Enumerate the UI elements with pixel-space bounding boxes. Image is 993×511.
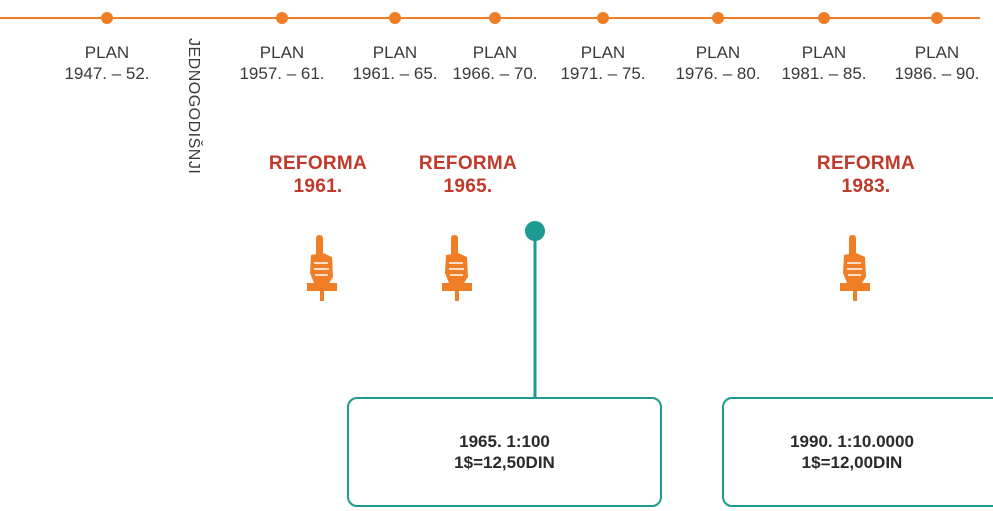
plan-years: 1957. – 61. <box>239 64 325 83</box>
reform-title: REFORMA <box>418 153 518 174</box>
plan-years: 1947. – 52. <box>64 64 150 83</box>
timeline-dot-1986 <box>931 12 943 24</box>
plan-title: PLAN <box>372 43 418 62</box>
reform-year: 1965. <box>443 176 493 197</box>
teal-connector <box>525 221 545 398</box>
reform-year: 1961. <box>293 176 343 197</box>
timeline-dot-1957 <box>276 12 288 24</box>
plan-title: PLAN <box>914 43 960 62</box>
timeline-dot-1971 <box>597 12 609 24</box>
plan-years: 1981. – 85. <box>781 64 867 83</box>
reform-1961: REFORMA 1961. <box>248 152 388 198</box>
plan-years: 1986. – 90. <box>894 64 980 83</box>
plan-label-1981: PLAN 1981. – 85. <box>764 42 884 84</box>
exchange-rate-box-1965: 1965. 1:100 1$=12,50DIN <box>347 397 662 507</box>
box-line-1: 1965. 1:100 <box>459 432 550 451</box>
plan-title: PLAN <box>259 43 305 62</box>
plan-title: PLAN <box>84 43 130 62</box>
plan-years: 1976. – 80. <box>675 64 761 83</box>
raised-hand-icon <box>840 235 870 301</box>
plan-title: PLAN <box>801 43 847 62</box>
timeline-dot-1947 <box>101 12 113 24</box>
plan-label-1947: PLAN 1947. – 52. <box>47 42 167 84</box>
reform-year: 1983. <box>841 176 891 197</box>
box-line-1: 1990. 1:10.0000 <box>790 432 914 451</box>
plan-label-1976: PLAN 1976. – 80. <box>658 42 778 84</box>
reform-title: REFORMA <box>268 153 368 174</box>
plan-years: 1961. – 65. <box>352 64 438 83</box>
plan-title: PLAN <box>580 43 626 62</box>
box-line-2: 1$=12,00DIN <box>801 453 903 472</box>
reform-1983: REFORMA 1983. <box>796 152 936 198</box>
timeline-dot-1976 <box>712 12 724 24</box>
exchange-rate-box-1990: 1990. 1:10.0000 1$=12,00DIN <box>722 397 993 507</box>
plan-label-1986: PLAN 1986. – 90. <box>877 42 993 84</box>
raised-hand-icon <box>442 235 472 301</box>
raised-hand-icon <box>307 235 337 301</box>
timeline-dot-1981 <box>818 12 830 24</box>
box-line-2: 1$=12,50DIN <box>454 453 555 472</box>
connector-dot <box>525 221 545 241</box>
reform-1965: REFORMA 1965. <box>398 152 538 198</box>
reform-title: REFORMA <box>816 153 916 174</box>
timeline-dot-1966 <box>489 12 501 24</box>
plan-label-1957: PLAN 1957. – 61. <box>222 42 342 84</box>
timeline-dot-1961 <box>389 12 401 24</box>
one-year-plan-label: JEDNOGODIŠNJI <box>185 38 202 175</box>
plan-label-1966: PLAN 1966. – 70. <box>435 42 555 84</box>
plan-years: 1966. – 70. <box>452 64 538 83</box>
plan-label-1971: PLAN 1971. – 75. <box>543 42 663 84</box>
plan-years: 1971. – 75. <box>560 64 646 83</box>
plan-title: PLAN <box>472 43 518 62</box>
plan-title: PLAN <box>695 43 741 62</box>
plan-label-1961: PLAN 1961. – 65. <box>335 42 455 84</box>
